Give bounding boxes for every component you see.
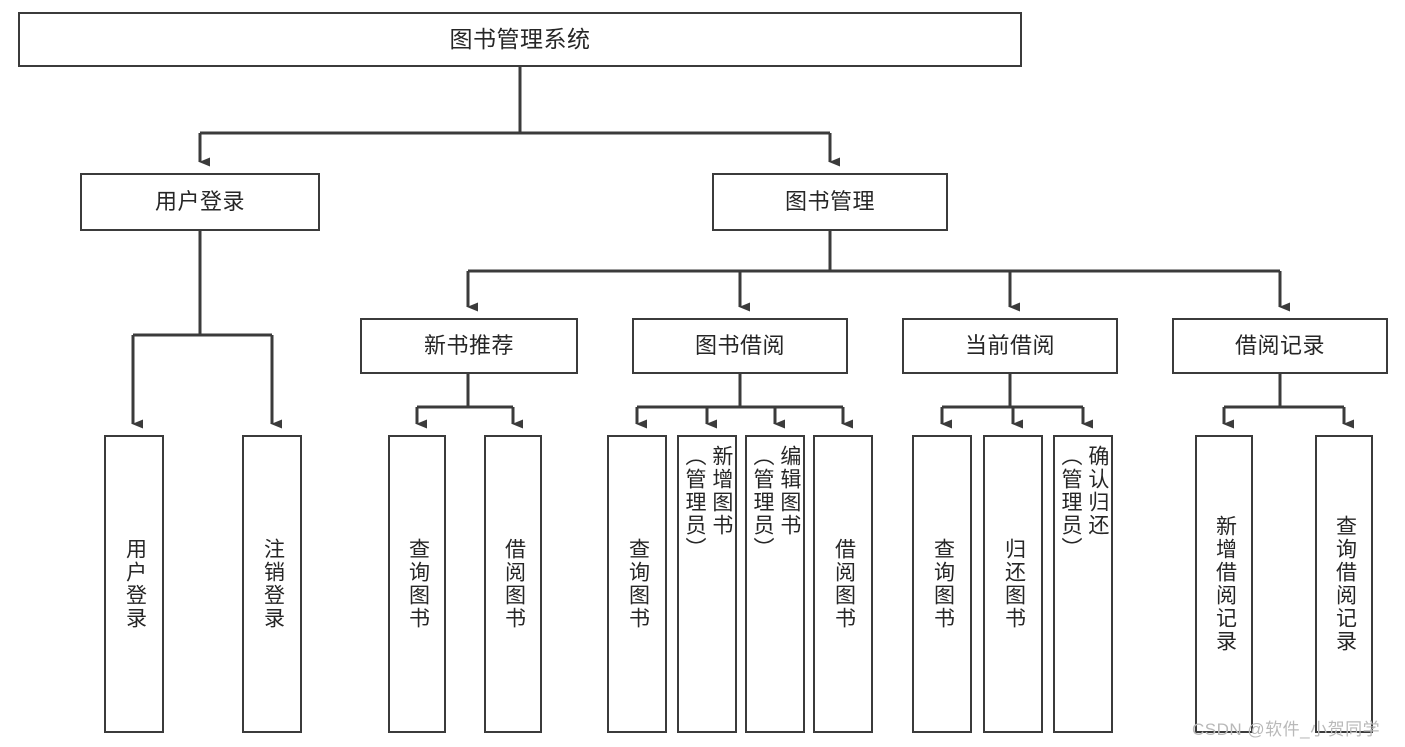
leaf-query-book-current[interactable]: 查询图书	[912, 435, 972, 733]
node-current-borrow-label: 当前借阅	[964, 333, 1055, 359]
edges-current-leaves	[940, 374, 1093, 429]
leaf-edit-book-admin-label: 编辑图书 （管理员）	[751, 445, 801, 560]
edges-userlogin-leaves	[131, 231, 282, 429]
edges-bookmgmt-level3	[466, 231, 1290, 312]
leaf-confirm-return-admin[interactable]: 确认归还 （管理员）	[1053, 435, 1113, 733]
node-root[interactable]: 图书管理系统	[18, 12, 1022, 67]
leaf-query-borrow-record-label: 查询借阅记录	[1333, 515, 1357, 653]
leaf-add-book-admin-label: 新增图书 （管理员）	[683, 445, 733, 560]
watermark-text: CSDN @软件_小贺同学	[1192, 720, 1381, 739]
leaf-return-book[interactable]: 归还图书	[983, 435, 1043, 733]
edges-root-level2	[198, 67, 840, 167]
node-book-management-label: 图书管理	[784, 189, 875, 215]
leaf-edit-book-admin[interactable]: 编辑图书 （管理员）	[745, 435, 805, 733]
leaf-add-borrow-record[interactable]: 新增借阅记录	[1195, 435, 1253, 733]
leaf-query-book-recommend[interactable]: 查询图书	[388, 435, 446, 733]
leaf-add-book-admin[interactable]: 新增图书 （管理员）	[677, 435, 737, 733]
leaf-add-borrow-record-label: 新增借阅记录	[1213, 515, 1237, 653]
leaf-query-book-recommend-label: 查询图书	[406, 538, 430, 630]
node-book-borrow[interactable]: 图书借阅	[632, 318, 848, 374]
node-new-book-recommend[interactable]: 新书推荐	[360, 318, 578, 374]
leaf-query-borrow-record[interactable]: 查询借阅记录	[1315, 435, 1373, 733]
edges-newbook-leaves	[415, 374, 523, 429]
leaf-user-login[interactable]: 用户登录	[104, 435, 164, 733]
leaf-borrow-book[interactable]: 借阅图书	[813, 435, 873, 733]
node-borrow-records-label: 借阅记录	[1234, 333, 1325, 359]
node-new-book-recommend-label: 新书推荐	[423, 333, 514, 359]
leaf-return-book-label: 归还图书	[1002, 538, 1026, 630]
node-borrow-records[interactable]: 借阅记录	[1172, 318, 1388, 374]
leaf-user-login-label: 用户登录	[123, 538, 147, 630]
leaf-confirm-return-admin-label: 确认归还 （管理员）	[1059, 445, 1109, 560]
node-user-login[interactable]: 用户登录	[80, 173, 320, 231]
leaf-logout-label: 注销登录	[261, 538, 285, 630]
leaf-logout[interactable]: 注销登录	[242, 435, 302, 733]
node-user-login-label: 用户登录	[154, 189, 245, 215]
leaf-borrow-book-recommend-label: 借阅图书	[502, 538, 526, 630]
node-book-borrow-label: 图书借阅	[694, 333, 785, 359]
leaf-query-book-borrow-label: 查询图书	[626, 538, 650, 630]
node-book-management[interactable]: 图书管理	[712, 173, 948, 231]
edges-borrow-leaves	[635, 374, 853, 429]
node-root-label: 图书管理系统	[449, 26, 591, 53]
edges-records-leaves	[1222, 374, 1354, 429]
leaf-borrow-book-label: 借阅图书	[832, 538, 856, 630]
leaf-query-book-current-label: 查询图书	[931, 538, 955, 630]
leaf-borrow-book-recommend[interactable]: 借阅图书	[484, 435, 542, 733]
leaf-query-book-borrow[interactable]: 查询图书	[607, 435, 667, 733]
node-current-borrow[interactable]: 当前借阅	[902, 318, 1118, 374]
